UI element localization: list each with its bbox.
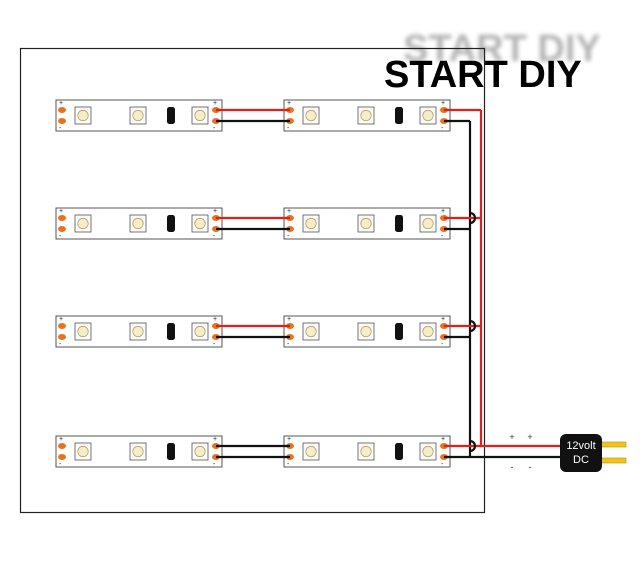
led-strip: + - + - — [55, 435, 223, 468]
solder-pad-positive — [58, 443, 66, 449]
led-lens — [194, 109, 206, 122]
pad-minus-mark: - — [441, 461, 444, 468]
led-lens — [422, 217, 434, 230]
resistor — [167, 107, 175, 124]
led-strip: + - + - — [283, 207, 451, 240]
led-strip: + - + - — [283, 315, 451, 348]
pad-minus-mark: - — [59, 233, 62, 240]
led-lens — [422, 445, 434, 458]
led-lens — [132, 445, 144, 458]
pad-minus-mark: - — [213, 233, 216, 240]
led-strip: + - + - — [283, 99, 451, 132]
led-lens — [77, 217, 89, 230]
resistor — [167, 443, 175, 460]
pad-plus-mark: + — [213, 436, 217, 443]
led-lens — [132, 325, 144, 338]
solder-pad-negative — [58, 334, 66, 340]
led-lens — [77, 445, 89, 458]
polarity-plus-right: + — [527, 432, 532, 442]
polarity-minus-right: - — [529, 462, 532, 472]
led-lens — [305, 109, 317, 122]
led-lens — [305, 325, 317, 338]
led-lens — [194, 445, 206, 458]
psu-pin-negative — [597, 457, 627, 464]
pad-minus-mark: - — [287, 461, 290, 468]
solder-pad-negative — [58, 226, 66, 232]
polarity-minus-left: - — [511, 462, 514, 472]
led-lens — [305, 217, 317, 230]
resistor — [395, 107, 403, 124]
led-lens — [422, 109, 434, 122]
solder-pad-negative — [58, 118, 66, 124]
led-lens — [305, 445, 317, 458]
pad-minus-mark: - — [287, 233, 290, 240]
resistor — [395, 215, 403, 232]
led-lens — [360, 109, 372, 122]
pad-plus-mark: + — [287, 208, 291, 215]
pad-minus-mark: - — [59, 341, 62, 348]
pad-plus-mark: + — [213, 208, 217, 215]
led-strips-layer: + - + - + - + - + - + - + - + - + - + - + - + - + - + - + - + - — [55, 99, 451, 468]
polarity-plus-left: + — [509, 432, 514, 442]
led-strip: + - + - — [283, 435, 451, 468]
pad-minus-mark: - — [441, 341, 444, 348]
wire-crossover-hop — [469, 439, 477, 453]
resistor — [395, 443, 403, 460]
pad-minus-mark: - — [441, 233, 444, 240]
pad-plus-mark: + — [287, 316, 291, 323]
solder-pad-positive — [58, 323, 66, 329]
wire-crossover-hop — [469, 319, 477, 333]
wires-layer — [216, 108, 560, 459]
resistor — [167, 215, 175, 232]
psu-label-voltage: 12volt — [566, 440, 595, 452]
pad-plus-mark: + — [59, 208, 63, 215]
pad-plus-mark: + — [441, 436, 445, 443]
led-strip: + - + - — [55, 315, 223, 348]
led-lens — [360, 445, 372, 458]
led-lens — [77, 325, 89, 338]
led-lens — [360, 217, 372, 230]
pad-plus-mark: + — [287, 100, 291, 107]
pad-minus-mark: - — [213, 341, 216, 348]
solder-pad-negative — [58, 454, 66, 460]
psu-body — [560, 434, 602, 472]
pad-plus-mark: + — [441, 208, 445, 215]
pad-plus-mark: + — [441, 316, 445, 323]
led-lens — [422, 325, 434, 338]
psu-label-dc: DC — [573, 454, 589, 466]
pad-plus-mark: + — [59, 100, 63, 107]
pad-minus-mark: - — [59, 125, 62, 132]
resistor — [395, 323, 403, 340]
led-lens — [132, 217, 144, 230]
title: START DIY — [384, 54, 582, 96]
led-lens — [77, 109, 89, 122]
led-strip: + - + - — [55, 99, 223, 132]
solder-pad-positive — [58, 215, 66, 221]
led-lens — [194, 217, 206, 230]
led-lens — [132, 109, 144, 122]
pad-minus-mark: - — [213, 461, 216, 468]
pad-minus-mark: - — [287, 125, 290, 132]
pad-minus-mark: - — [213, 125, 216, 132]
power-supply: 12volt DC + + - - — [509, 432, 627, 472]
psu-pin-positive — [597, 441, 627, 448]
pad-plus-mark: + — [59, 436, 63, 443]
pad-plus-mark: + — [441, 100, 445, 107]
pad-plus-mark: + — [287, 436, 291, 443]
resistor — [167, 323, 175, 340]
pad-plus-mark: + — [213, 316, 217, 323]
pad-minus-mark: - — [287, 341, 290, 348]
pad-plus-mark: + — [213, 100, 217, 107]
solder-pad-positive — [58, 107, 66, 113]
pad-minus-mark: - — [441, 125, 444, 132]
pad-plus-mark: + — [59, 316, 63, 323]
pad-minus-mark: - — [59, 461, 62, 468]
led-lens — [194, 325, 206, 338]
led-lens — [360, 325, 372, 338]
mounting-board — [19, 47, 486, 514]
led-strip: + - + - — [55, 207, 223, 240]
wire-crossover-hop — [469, 211, 477, 225]
